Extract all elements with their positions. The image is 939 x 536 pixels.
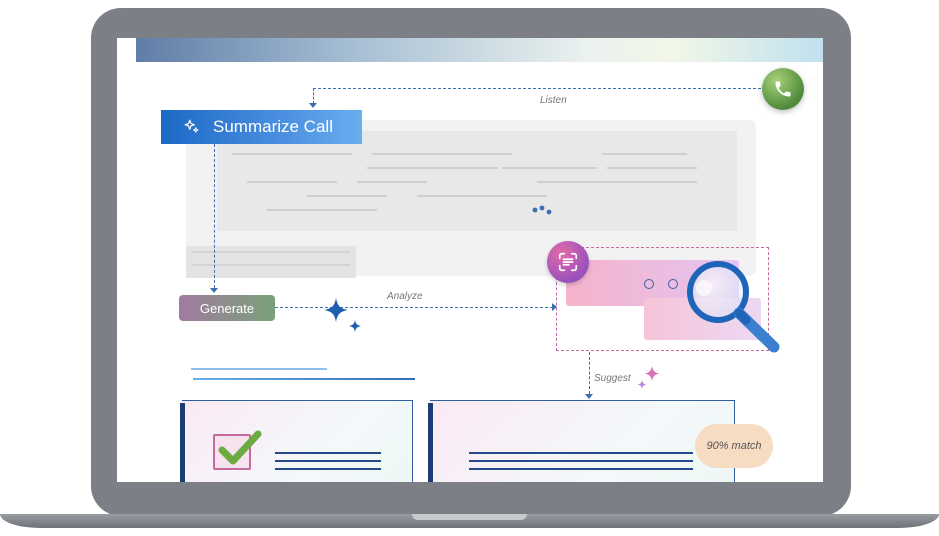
sparkle-icon (324, 298, 361, 332)
text-line (469, 452, 693, 454)
text-line (469, 468, 693, 470)
checkmark-icon (218, 430, 262, 465)
text-line (417, 195, 547, 197)
phone-button[interactable] (762, 68, 804, 110)
laptop-notch (412, 514, 527, 520)
generate-label: Generate (199, 300, 255, 316)
analyze-connector (275, 307, 553, 308)
loading-dots-icon (532, 205, 552, 215)
text-line (602, 153, 687, 155)
sparkle-icon (184, 119, 199, 133)
table-row (192, 264, 350, 266)
ring-dot (668, 279, 678, 289)
text-line (357, 181, 427, 183)
ring-dot (644, 279, 654, 289)
text-line (275, 452, 381, 454)
divider-line (191, 368, 327, 370)
listen-label: Listen (540, 95, 567, 106)
text-line (307, 195, 387, 197)
laptop-screen: Listen Summarize Call Generate (117, 38, 823, 482)
analyze-arrow (552, 303, 557, 311)
text-line (232, 153, 352, 155)
table-row (192, 251, 350, 253)
result-card-accent (180, 403, 185, 482)
text-line (607, 167, 697, 169)
summarize-call-button[interactable]: Summarize Call (161, 110, 362, 144)
suggest-arrow (585, 394, 593, 399)
divider-line (193, 378, 415, 380)
phone-icon (775, 81, 791, 97)
scan-button[interactable] (547, 241, 589, 283)
analyze-label: Analyze (387, 291, 423, 302)
listen-arrow (309, 103, 317, 108)
text-line (275, 460, 381, 462)
generate-connector (214, 144, 215, 288)
text-line (469, 460, 693, 462)
result-card-accent (428, 403, 433, 482)
listen-connector-drop (313, 88, 314, 104)
text-line (275, 468, 381, 470)
analysis-frame (556, 247, 769, 351)
text-line (367, 167, 497, 169)
suggest-label: Suggest (594, 373, 631, 384)
magnifier-icon (687, 261, 780, 353)
text-line (372, 153, 512, 155)
sparkle-icon (637, 366, 660, 389)
document-scan-icon (558, 252, 578, 272)
match-badge: 90% match (695, 424, 773, 468)
match-text: 90% match (706, 440, 762, 452)
text-line (247, 181, 337, 183)
generate-button[interactable]: Generate (179, 295, 275, 321)
header-banner (136, 38, 823, 62)
suggest-connector (589, 352, 590, 394)
laptop-base (0, 514, 939, 528)
generate-arrow (210, 288, 218, 293)
summarize-call-label: Summarize Call (213, 117, 333, 136)
text-line (502, 167, 597, 169)
listen-connector (313, 88, 761, 89)
text-line (267, 209, 377, 211)
text-line (537, 181, 697, 183)
